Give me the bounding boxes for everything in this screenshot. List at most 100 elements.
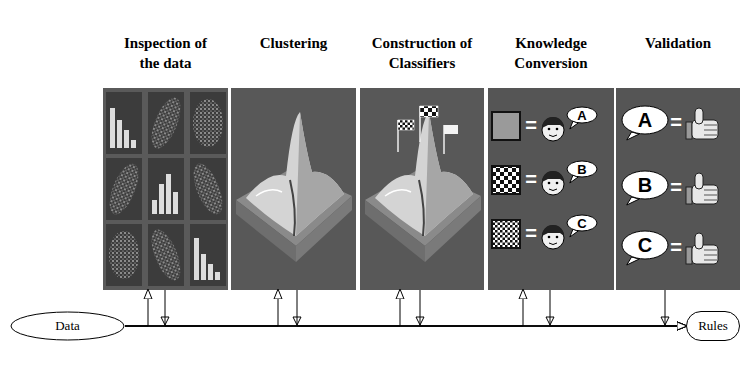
node-text-holder: B (621, 170, 669, 200)
stage-heading: Inspection of the data (116, 33, 216, 73)
scatter-matrix (166, 174, 171, 214)
stage-title: Validation (645, 35, 711, 51)
stage-title: Knowledge Conversion (514, 35, 587, 71)
classifier-flags (398, 106, 458, 154)
node-text-holder: A (621, 105, 669, 135)
pill-outline (687, 312, 740, 341)
equals-sign: = (668, 112, 684, 132)
stage-panel: Clustering (231, 88, 356, 290)
bubble-body (622, 231, 668, 259)
equals-sign: = (668, 177, 684, 197)
stage-title: Clustering (260, 35, 328, 51)
stage-title: Inspection of the data (124, 35, 207, 71)
stage-panel: Construction of Classifiers (360, 88, 484, 290)
scatter-matrix (193, 99, 223, 147)
classifier-flags (420, 106, 438, 117)
speech-bubble: B (621, 170, 669, 206)
stage-heading: Knowledge Conversion (495, 33, 607, 73)
stage-panel: Knowledge ConversionABC (488, 88, 614, 290)
stage-panel: Inspection of the data (103, 88, 228, 290)
pattern-squares (492, 220, 520, 248)
scatter-matrix (152, 200, 157, 214)
bubble-letter: C (638, 234, 652, 257)
panel-grounds (231, 88, 356, 290)
surface-plot (236, 112, 352, 262)
bubble-letter: B (638, 174, 652, 197)
bubble-body (567, 215, 597, 231)
person-face (542, 225, 564, 249)
panel-grounds (488, 88, 614, 290)
data-ellipse: Data (10, 311, 125, 341)
node-text-holder: Data (10, 311, 125, 341)
scatter-matrix (146, 94, 187, 152)
speech-bubble: B (566, 160, 598, 184)
ellipse-outline (11, 312, 124, 340)
node-text-holder: C (566, 214, 598, 232)
scatter-matrix (104, 92, 229, 286)
flow-arrow (125, 290, 148, 326)
panel-grounds (103, 88, 228, 290)
scatter-matrix (208, 264, 213, 280)
thumbs-up (686, 233, 718, 264)
panel-grounds (360, 88, 484, 290)
merge-arrowheads (161, 317, 669, 325)
scatter-matrix (190, 224, 226, 286)
stage-heading: Clustering (238, 33, 350, 53)
pattern-squares (492, 166, 520, 194)
bubble-body (567, 107, 597, 123)
classifier-flags (398, 120, 414, 130)
equals-sign: = (523, 169, 539, 189)
scatter-matrix (109, 231, 139, 279)
terminal-label: Rules (698, 318, 728, 334)
thumbs-up (686, 108, 718, 139)
scatter-matrix (148, 158, 184, 220)
scatter-matrix (173, 192, 178, 214)
pattern-squares (492, 112, 520, 248)
scatter-matrix (201, 254, 206, 280)
person-face (542, 117, 564, 141)
scatter-matrix (159, 184, 164, 214)
scatter-matrix (131, 140, 136, 148)
flow-arrow (125, 290, 278, 326)
scatter-matrix (117, 120, 122, 148)
equals-sign: = (668, 237, 684, 257)
node-text-holder: B (566, 160, 598, 178)
flow-arrow (125, 290, 400, 326)
scatter-matrix (146, 226, 187, 284)
scatter-matrix (124, 130, 129, 148)
panel-grounds (616, 88, 740, 290)
node-text-holder: A (566, 106, 598, 124)
flow-arrow (297, 290, 686, 326)
node-text-holder: C (621, 230, 669, 260)
flow-arrow (165, 290, 686, 326)
scatter-matrix (194, 238, 199, 280)
stage-heading: Validation (622, 33, 734, 53)
pattern-squares (492, 112, 520, 140)
bubble-body (622, 171, 668, 199)
scatter-matrix (106, 224, 142, 286)
scatter-matrix (104, 160, 145, 218)
flow-arrow (420, 290, 686, 326)
equals-sign: = (523, 115, 539, 135)
scatter-matrix (106, 92, 142, 154)
flow-arrow (665, 290, 686, 326)
equals-sign: = (523, 223, 539, 243)
bubble-body (622, 106, 668, 134)
stage-title: Construction of Classifiers (372, 35, 472, 71)
scatter-matrix (188, 160, 229, 218)
speech-bubble: C (566, 214, 598, 238)
person-face (542, 171, 564, 195)
scatter-matrix (190, 92, 226, 154)
classifier-flags (444, 125, 458, 134)
speech-bubble: C (621, 230, 669, 266)
panel-grounds (103, 88, 740, 290)
terminal-label: Data (55, 318, 80, 334)
scatter-matrix (215, 272, 220, 280)
flow-arrow (125, 290, 523, 326)
bubble-letter: C (577, 216, 586, 231)
node-text-holder: Rules (686, 311, 740, 341)
rules-terminal: Rules (686, 311, 740, 341)
bubble-letter: B (577, 162, 586, 177)
thumbs-up (686, 173, 718, 204)
flow-arrow (550, 290, 686, 326)
